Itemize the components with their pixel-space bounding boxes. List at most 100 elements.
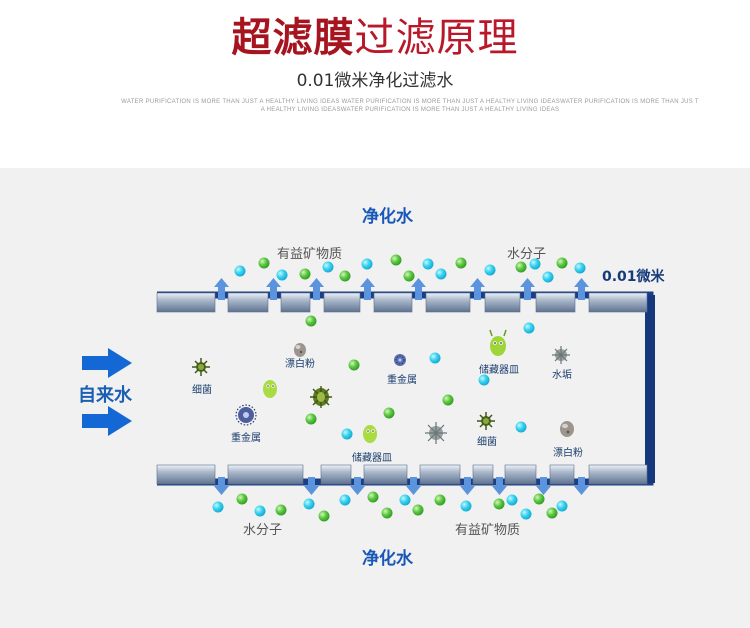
mineral-molecule [236, 493, 248, 505]
top-minerals-label: 有益矿物质 [277, 247, 343, 262]
water-molecule [529, 258, 541, 270]
water-molecule [254, 505, 266, 517]
mineral-molecule [383, 407, 395, 419]
bleach-label: 漂白粉 [553, 448, 583, 459]
pore-size-label: 0.01微米 [602, 269, 665, 285]
title-strong: 超滤膜 [231, 15, 355, 61]
water-molecule [422, 258, 434, 270]
top-membrane [156, 292, 648, 313]
bleach-icon [560, 421, 574, 437]
bacteria-label: 细菌 [477, 437, 497, 448]
water-molecule [399, 494, 411, 506]
water-molecule [435, 268, 447, 280]
title-light: 过滤原理 [354, 15, 519, 61]
mineral-molecule [412, 504, 424, 516]
tagline: WATER PURIFICATION IS MORE THAN JUST A H… [121, 99, 699, 113]
water-molecule [341, 428, 353, 440]
scale-icon [552, 346, 570, 364]
up-arrow [309, 278, 324, 300]
bottom-water-label: 水分子 [243, 523, 283, 538]
up-arrow [214, 278, 229, 300]
down-arrow [492, 477, 507, 495]
up-arrow [520, 278, 535, 300]
storage-vessel-icon [363, 425, 377, 443]
mineral-molecule [339, 270, 351, 282]
water-molecule [556, 500, 568, 512]
up-arrow [266, 278, 281, 300]
bacteria-icon [310, 386, 332, 408]
inlet-label: 自来水 [78, 385, 132, 406]
heavy-metal-icon [235, 404, 257, 426]
bleach-icon [294, 343, 306, 357]
water-molecule [523, 322, 535, 334]
down-arrow [460, 477, 475, 495]
bleach-label: 漂白粉 [285, 359, 315, 370]
mineral-molecule [305, 315, 317, 327]
top-water-label: 水分子 [507, 247, 547, 262]
up-arrow [411, 278, 426, 300]
up-arrow [360, 278, 375, 300]
water-molecule [429, 352, 441, 364]
water-molecule [515, 421, 527, 433]
mineral-molecule [442, 394, 454, 406]
header: 超滤膜过滤原理 0.01微米净化过滤水 WATER PURIFICATION I… [0, 0, 750, 168]
mineral-molecule [381, 507, 393, 519]
mineral-molecule [299, 268, 311, 280]
bottom-output-label: 净化水 [362, 549, 413, 569]
down-arrow [214, 477, 229, 495]
water-molecules [212, 258, 586, 520]
filtration-diagram: 净化水 净化水 0.01微米 自来水 有益矿物质 水分子 水分子 有益矿物质 细… [0, 168, 750, 628]
diagram-art [82, 254, 655, 522]
mineral-molecule [348, 359, 360, 371]
mineral-molecule [455, 257, 467, 269]
up-arrow [574, 278, 589, 300]
down-arrow [304, 477, 319, 495]
page-title: 超滤膜过滤原理 [0, 14, 750, 62]
inlet-arrow [82, 348, 132, 378]
page-subtitle: 0.01微米净化过滤水 [296, 71, 454, 91]
down-arrow [574, 477, 589, 495]
up-arrow [470, 278, 485, 300]
bottom-flow-arrows [214, 477, 589, 495]
water-molecule [322, 261, 334, 273]
scale-icon [425, 422, 447, 444]
water-molecule [542, 271, 554, 283]
heavy-metal-label: 重金属 [231, 433, 261, 444]
top-flow-arrows [214, 278, 589, 300]
mineral-molecule [493, 498, 505, 510]
water-molecule [361, 258, 373, 270]
mineral-molecule [305, 413, 317, 425]
top-output-label: 净化水 [362, 207, 413, 227]
bottom-minerals-label: 有益矿物质 [455, 523, 521, 538]
storage-vessel-icon [489, 329, 507, 356]
bacteria-icon [477, 412, 495, 430]
heavy-metal-icon [394, 354, 406, 366]
water-molecule [574, 262, 586, 274]
water-molecule [339, 494, 351, 506]
mineral-molecule [258, 257, 270, 269]
bacteria-icon [192, 358, 210, 376]
water-molecule [276, 269, 288, 281]
mineral-molecule [533, 493, 545, 505]
down-arrow [350, 477, 365, 495]
mineral-molecule [556, 257, 568, 269]
water-molecule [478, 374, 490, 386]
water-molecule [212, 501, 224, 513]
inlet-arrows [82, 348, 132, 436]
mineral-molecule [546, 507, 558, 519]
mineral-molecule [390, 254, 402, 266]
water-molecule [484, 264, 496, 276]
water-molecule [460, 500, 472, 512]
down-arrow [406, 477, 421, 495]
mineral-molecule [434, 494, 446, 506]
water-molecule [234, 265, 246, 277]
water-molecule [520, 508, 532, 520]
bottom-membrane [156, 464, 648, 485]
heavy-metal-label: 重金属 [387, 375, 417, 386]
storage-vessel-icon [263, 380, 277, 398]
storage-vessel-label: 储藏器皿 [479, 365, 519, 376]
mineral-molecule [515, 261, 527, 273]
mineral-molecule [367, 491, 379, 503]
scale-label: 水垢 [552, 370, 572, 381]
